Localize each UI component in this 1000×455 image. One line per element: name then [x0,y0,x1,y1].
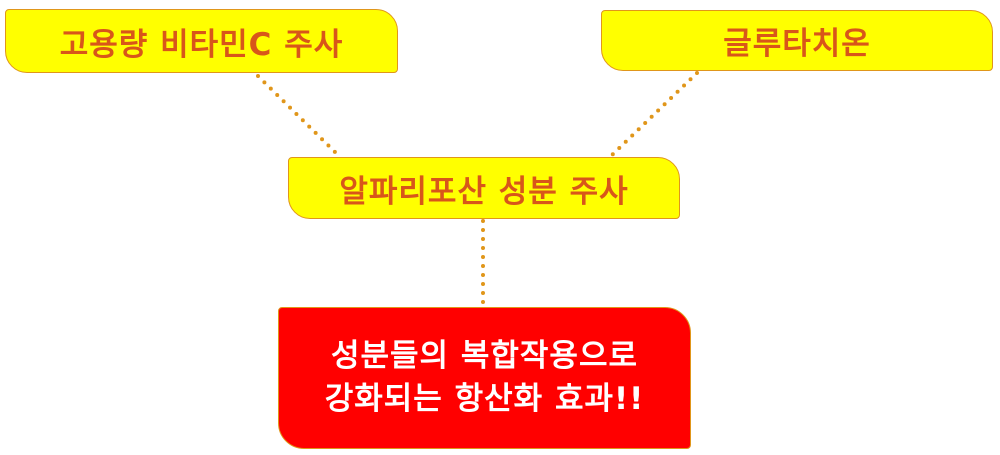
node-vitamin-c-label: 고용량 비타민C 주사 [59,26,344,63]
node-alpha-lipoic-label: 알파리포산 성분 주사 [339,173,629,210]
node-vitamin-c-injection: 고용량 비타민C 주사 [5,9,398,73]
result-line-2: 강화되는 항산화 효과!! [324,381,645,417]
node-glutathione: 글루타치온 [601,10,993,71]
node-antioxidant-result: 성분들의 복합작용으로 강화되는 항산화 효과!! [278,307,691,449]
node-glutathione-label: 글루타치온 [723,26,871,62]
node-alpha-lipoic-acid-injection: 알파리포산 성분 주사 [288,157,680,219]
connector-vitamin-c-to-alpha-lipoic [256,74,340,157]
result-line-1: 성분들의 복합작용으로 [331,338,638,374]
connector-glutathione-to-alpha-lipoic [610,71,699,157]
